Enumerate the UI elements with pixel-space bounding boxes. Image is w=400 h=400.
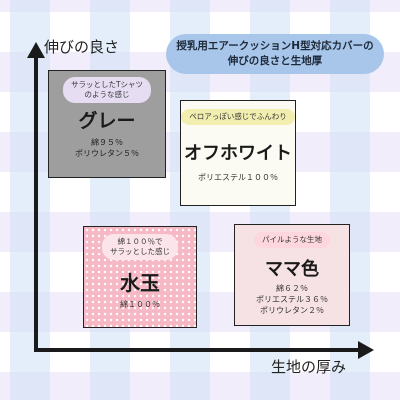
fabric-tag-line-1: パイルような生地 — [262, 235, 322, 244]
fabric-tag-line-2: サラッとした感じ — [110, 247, 170, 256]
composition-line-2: ポリウレタン５％ — [75, 149, 139, 158]
fabric-card-gray: サラッとしたTシャツ のような感じ グレー 綿９５％ ポリウレタン５％ — [48, 70, 166, 178]
fabric-tag-line-1: 綿１００％で — [117, 237, 163, 246]
fabric-tag: サラッとしたTシャツ のような感じ — [62, 77, 152, 103]
composition-line-3: ポリウレタン２％ — [260, 306, 324, 315]
fabric-composition: ポリエステル１００％ — [198, 172, 278, 183]
fabric-tag-line-2: のような感じ — [84, 90, 130, 99]
composition-line-1: 綿６２％ — [276, 284, 308, 293]
fabric-name: ママ色 — [265, 259, 319, 280]
chart-title-line-1: 授乳用エアークッションH型対応カバーの — [176, 40, 374, 52]
y-axis-label: 伸びの良さ — [44, 38, 120, 56]
fabric-tag-line-1: サラッとしたTシャツ — [70, 80, 144, 89]
chart-title: 授乳用エアークッションH型対応カバーの 伸びの良さと生地厚 — [166, 34, 384, 74]
x-axis-arrow-icon — [358, 341, 374, 359]
fabric-tag: パイルような生地 — [254, 232, 330, 248]
fabric-card-mama: パイルような生地 ママ色 綿６２％ ポリエステル３６％ ポリウレタン２％ — [234, 224, 350, 326]
fabric-composition: 綿９５％ ポリウレタン５％ — [75, 137, 139, 159]
fabric-tag: 綿１００％で サラッとした感じ — [102, 234, 178, 260]
composition-line-1: 綿１００％ — [120, 300, 160, 309]
y-axis-arrow-icon — [27, 42, 45, 58]
chart-title-line-2: 伸びの良さと生地厚 — [227, 55, 323, 67]
composition-line-2: ポリエステル３６％ — [256, 295, 328, 304]
composition-line-1: ポリエステル１００％ — [198, 173, 278, 182]
fabric-tag: ペロアっぽい感じでふんわり — [181, 109, 295, 125]
fabric-name: グレー — [78, 110, 136, 132]
x-axis-label: 生地の厚み — [271, 358, 347, 376]
fabric-composition: 綿６２％ ポリエステル３６％ ポリウレタン２％ — [256, 283, 328, 316]
fabric-card-polka-dot: 綿１００％で サラッとした感じ 水玉 綿１００％ — [83, 226, 197, 328]
composition-line-1: 綿９５％ — [91, 138, 123, 147]
fabric-name: 水玉 — [120, 271, 160, 295]
fabric-composition: 綿１００％ — [120, 299, 160, 310]
fabric-tag-line-1: ペロアっぽい感じでふんわり — [189, 112, 287, 121]
fabric-card-offwhite: ペロアっぽい感じでふんわり オフホワイト ポリエステル１００％ — [180, 100, 296, 206]
fabric-name: オフホワイト — [184, 143, 292, 164]
